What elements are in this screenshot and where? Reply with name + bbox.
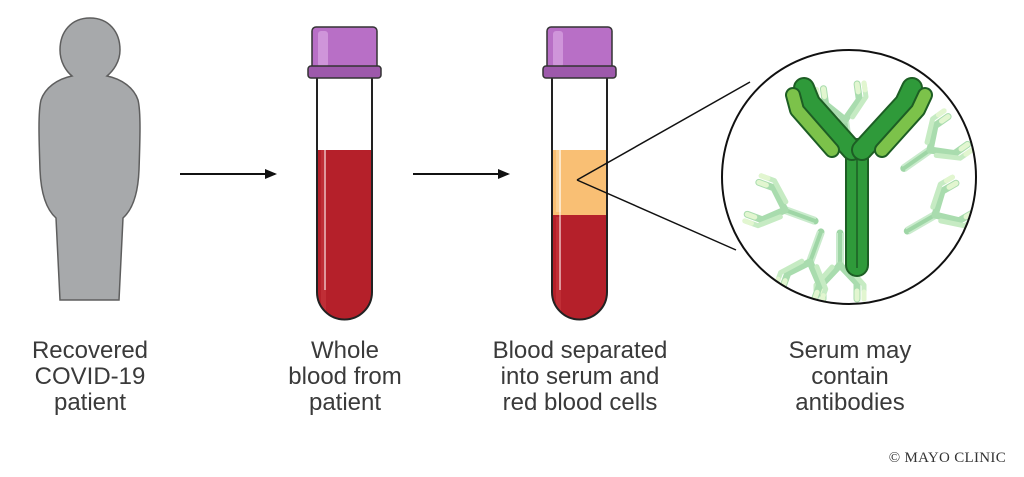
- caption-line: COVID-19: [34, 363, 146, 390]
- whole-blood-fill: [317, 150, 372, 320]
- caption-line: contain: [811, 363, 889, 390]
- caption-line: Recovered: [31, 337, 149, 364]
- zoom-line-top: [576, 81, 751, 181]
- tube-cap: [542, 26, 617, 79]
- caption-line: antibodies: [795, 389, 905, 416]
- caption-line: patient: [53, 389, 127, 416]
- caption-serum-antibodies: Serum may contain antibodies: [770, 338, 930, 416]
- caption-line: Serum may: [788, 337, 912, 364]
- red-blood-cells-layer: [552, 215, 607, 320]
- magnified-serum-view: [721, 49, 977, 305]
- test-tube-separated: [542, 26, 617, 321]
- patient-silhouette: [38, 17, 141, 301]
- caption-line: blood from: [288, 363, 402, 390]
- tube-cap: [307, 26, 382, 79]
- caption-line: patient: [308, 389, 382, 416]
- caption-whole-blood: Whole blood from patient: [265, 338, 425, 416]
- copyright-notice: © MAYO CLINIC: [888, 450, 1006, 466]
- caption-line: red blood cells: [502, 389, 658, 416]
- caption-recovered-patient: Recovered COVID-19 patient: [10, 338, 170, 416]
- caption-line: Whole: [310, 337, 380, 364]
- caption-line: Blood separated: [492, 337, 668, 364]
- caption-blood-separated: Blood separated into serum and red blood…: [480, 338, 680, 416]
- caption-line: into serum and: [500, 363, 660, 390]
- test-tube-whole-blood: [307, 26, 382, 321]
- antibody-icon: [785, 77, 933, 277]
- zoom-line-bottom: [576, 179, 737, 251]
- serum-layer: [552, 150, 607, 215]
